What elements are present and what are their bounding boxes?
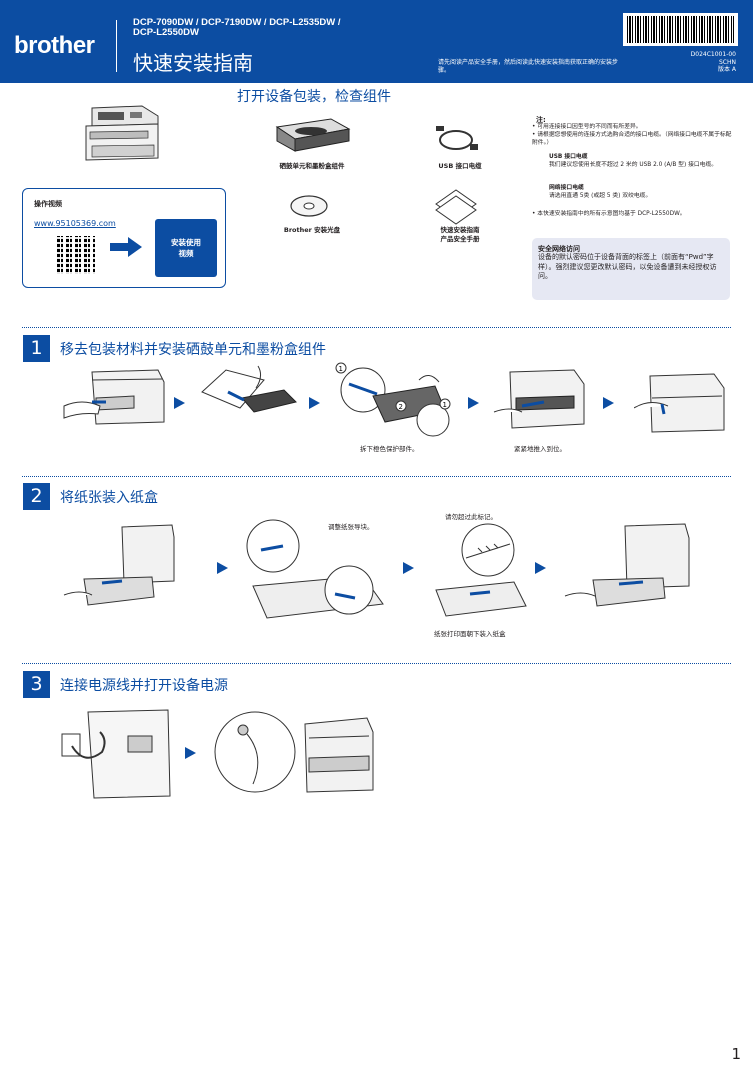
usb-note-title: USB 接口电缆 (549, 154, 588, 160)
step-1-title: 移去包装材料并安装硒鼓单元和墨粉盒组件 (60, 342, 326, 358)
step3-power-cord-illustration (61, 709, 171, 799)
note-title: 注: (536, 116, 546, 124)
section-divider (22, 327, 731, 328)
setup-video-button[interactable]: 安装使用 视频 (155, 219, 217, 277)
network-note-text: 请选用直通 5类 (或超 5 类) 双绞电缆。 (549, 193, 652, 199)
barcode-bars (627, 16, 734, 43)
brother-logo: brother (14, 32, 95, 59)
usb-note-text: 我们建议您使用长度不超过 2 米的 USB 2.0 (A/B 型) 接口电缆。 (549, 162, 718, 168)
video-url-link[interactable]: www.95105369.com (34, 219, 116, 228)
step-arrow-icon (403, 562, 414, 574)
unbox-title: 打开设备包装，检查组件 (237, 89, 391, 105)
video-box (22, 188, 226, 288)
manuals-label: 快速安装指南 产品安全手册 (440, 226, 480, 243)
step2-caption-facedown: 纸张打印面朝下装入纸盒 (434, 630, 506, 638)
usb-cable-label: USB 接口电缆 (438, 162, 482, 170)
security-box (532, 238, 730, 300)
cd-label: Brother 安装光盘 (283, 226, 341, 234)
cd-illustration (290, 195, 328, 217)
step2-pull-tray-illustration (63, 524, 175, 606)
step1-close-cover-illustration (634, 373, 725, 433)
model-list: DCP-7090DW / DCP-7190DW / DCP-L2535DW / … (133, 17, 341, 38)
step2-load-paper-illustration (435, 523, 527, 617)
step-2-number: 2 (23, 483, 50, 510)
page-number: 1 (731, 1045, 741, 1063)
svg-text:1: 1 (339, 365, 343, 373)
illustration-note: • 本快速安装指南中的所有示意图均基于 DCP-L2550DW。 (532, 211, 686, 217)
note-item-1: • 可用连接接口因型号的不同而有所差异。 (532, 124, 642, 130)
step1-caption-push: 紧紧地推入到位。 (514, 445, 566, 453)
step1-open-cover-illustration (63, 369, 165, 425)
step-1-number: 1 (23, 335, 50, 362)
doc-code-text: D024C1001-00 (690, 51, 736, 58)
step-arrow-icon (174, 397, 185, 409)
security-text: 设备的默认密码位于设备背面的标签上（前面有“Pwd”字样）。强烈建议您更改默认密… (538, 253, 717, 280)
header-note: 请先阅读产品安全手册，然后阅读此快速安装指南获取正确的安装步骤。 (438, 59, 619, 74)
step1-remove-protector-illustration: 1 2 1 (335, 362, 451, 437)
step-arrow-icon (217, 562, 228, 574)
step2-insert-tray-illustration (564, 523, 690, 607)
right-arrow-icon (110, 237, 142, 257)
step1-unpack-drum-illustration (201, 365, 297, 413)
step-arrow-icon (468, 397, 479, 409)
doc-version-text: 版本 A (717, 66, 736, 73)
document-code: D024C1001-00 SCHN 版本 A (691, 51, 736, 74)
step3-power-on-illustration (214, 711, 374, 793)
step1-caption-remove: 拆下橙色保护部件。 (360, 445, 419, 453)
step-arrow-icon (185, 747, 196, 759)
usb-cable-illustration (436, 126, 478, 150)
note-item-2: • 请根据您想使用的连接方式选购合适的接口电缆。（网络接口电缆不属于标配附件。） (532, 132, 732, 146)
step2-adjust-guides-illustration (246, 519, 384, 619)
section-divider (22, 663, 731, 664)
step1-insert-drum-illustration (493, 369, 585, 429)
manuals-illustration (435, 189, 477, 225)
step-3-number: 3 (23, 671, 50, 698)
printer-illustration (85, 105, 159, 161)
step-3-title: 连接电源线并打开设备电源 (60, 678, 228, 694)
network-note-title: 网络接口电缆 (549, 185, 584, 191)
header-divider (116, 20, 117, 72)
step2-caption-mark: 请勿超过此标记。 (445, 513, 497, 521)
step2-caption-guides: 调整纸张导块。 (328, 523, 374, 531)
qr-code[interactable] (57, 236, 95, 274)
step-arrow-icon (535, 562, 546, 574)
security-title: 安全网络访问 (538, 245, 580, 253)
svg-text:1: 1 (443, 401, 447, 409)
doc-lang-text: SCHN (719, 58, 736, 66)
setup-video-label: 安装使用 视频 (171, 238, 201, 258)
step-arrow-icon (309, 397, 320, 409)
video-title: 操作视频 (34, 200, 62, 208)
svg-text:2: 2 (399, 403, 403, 411)
step-arrow-icon (603, 397, 614, 409)
step-2-title: 将纸张装入纸盒 (60, 490, 158, 506)
drum-toner-illustration (275, 118, 351, 152)
guide-title: 快速安装指南 (133, 51, 253, 75)
drum-toner-label: 硒鼓单元和墨粉盒组件 (279, 162, 345, 170)
section-divider (22, 476, 731, 477)
